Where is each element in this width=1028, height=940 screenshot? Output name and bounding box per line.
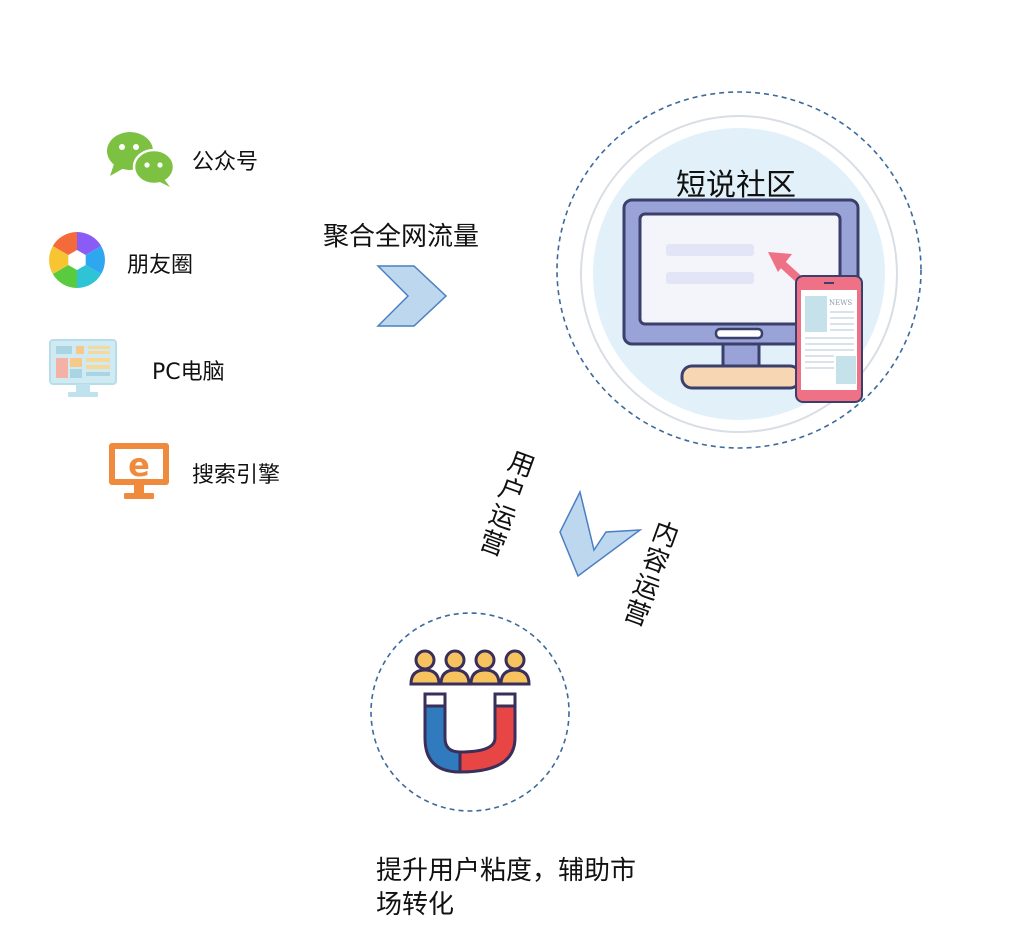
result-caption: 提升用户粘度，辅助市场转化 [376,856,637,920]
wechat-icon [107,132,176,187]
down-chevron-arrow [559,489,643,578]
phone-news-badge: NEWS [829,299,852,307]
moments-aperture-icon [49,232,105,288]
svg-text:e: e [128,446,150,484]
source-label-pc: PC电脑 [152,360,225,385]
user-operations-label: 用 户 运 营 [475,446,539,563]
pc-dashboard-icon [49,339,117,397]
monitor-phone-icon: NEWS [622,198,863,403]
magnet-users-icon [409,649,531,774]
source-label-moments: 朋友圈 [127,253,194,278]
source-label-wechat: 公众号 [192,150,259,175]
result-circle [370,612,570,812]
aggregate-traffic-label: 聚合全网流量 [323,222,480,252]
hub-title: 短说社区 [676,168,796,203]
ie-browser-icon: e [109,443,169,499]
source-label-search: 搜索引擎 [192,463,281,488]
right-chevron-arrow [376,265,448,327]
